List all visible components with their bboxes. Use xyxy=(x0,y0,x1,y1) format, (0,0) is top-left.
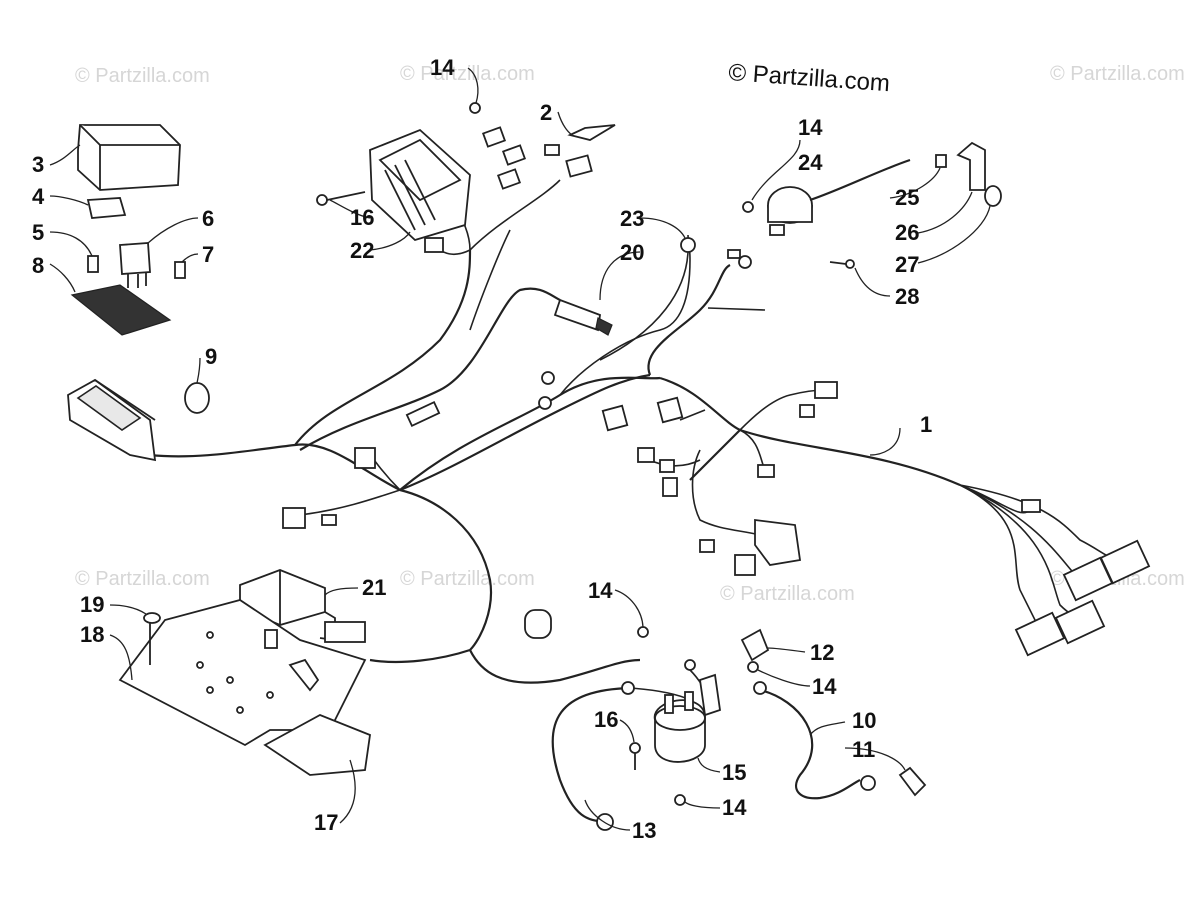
watermarks: © Partzilla.com © Partzilla.com © Partzi… xyxy=(75,63,1185,605)
callout-6: 6 xyxy=(202,206,214,231)
spark-plug-boot xyxy=(935,141,1002,207)
callout-10: 10 xyxy=(852,708,876,733)
callout-26: 26 xyxy=(895,220,919,245)
callout-19: 19 xyxy=(80,592,104,617)
sensor-plug xyxy=(553,298,613,336)
insulation-pad xyxy=(263,714,371,776)
callout-1: 1 xyxy=(920,412,932,437)
callout-25: 25 xyxy=(895,185,919,210)
starter-solenoid xyxy=(654,673,721,763)
watermark-top-right: © Partzilla.com xyxy=(1050,63,1185,85)
fuse-box-cover xyxy=(77,124,181,191)
callout-23: 23 xyxy=(620,206,644,231)
callout-11: 11 xyxy=(852,737,875,762)
callout-20: 20 xyxy=(620,240,644,265)
watermark-mid-center: © Partzilla.com xyxy=(400,568,535,590)
voltage-regulator xyxy=(369,128,471,242)
callout-14-terminal: 14 xyxy=(812,674,837,699)
watermark-top-center: © Partzilla.com xyxy=(400,63,535,85)
callout-3: 3 xyxy=(32,152,44,177)
relay-small xyxy=(86,197,127,219)
watermark-mid-left: © Partzilla.com xyxy=(75,568,210,590)
callout-9: 9 xyxy=(205,344,217,369)
fuses xyxy=(87,255,186,279)
callout-22: 22 xyxy=(350,238,374,263)
watermark-mid-right: © Partzilla.com xyxy=(720,583,855,605)
terminal-connector xyxy=(567,124,616,141)
watermark-top-left: © Partzilla.com xyxy=(75,65,210,87)
push-rivet xyxy=(143,612,161,665)
callout-28: 28 xyxy=(895,284,919,309)
control-module xyxy=(239,569,366,643)
fuse-box-base xyxy=(67,378,157,462)
callout-27: 27 xyxy=(895,252,919,277)
callout-5: 5 xyxy=(32,220,44,245)
callout-13: 13 xyxy=(632,818,656,843)
ignition-coil xyxy=(767,158,911,236)
callout-24: 24 xyxy=(798,150,823,175)
callout-12: 12 xyxy=(810,640,834,665)
copyright-label: © Partzilla.com xyxy=(728,59,891,97)
relay xyxy=(119,242,151,288)
callout-21: 21 xyxy=(362,575,386,600)
callout-8: 8 xyxy=(32,253,44,278)
callout-15: 15 xyxy=(722,760,746,785)
center-connectors xyxy=(282,307,838,639)
callout-4: 4 xyxy=(32,184,45,209)
callout-16-regulator: 16 xyxy=(350,205,374,230)
ring-terminal xyxy=(599,237,696,361)
terminal-boot xyxy=(740,628,770,662)
callout-labels: 1 2 3 4 5 6 7 8 9 10 11 12 13 14 14 14 1… xyxy=(32,55,932,843)
mounting-plate xyxy=(118,599,367,747)
cable-boot xyxy=(860,766,927,797)
callout-17: 17 xyxy=(314,810,338,835)
callout-2: 2 xyxy=(540,100,552,125)
callout-18: 18 xyxy=(80,622,104,647)
callout-14-coil: 14 xyxy=(798,115,823,140)
callout-14-solenoid: 14 xyxy=(722,795,747,820)
coil-fasteners xyxy=(742,201,855,269)
fuse-block-panel xyxy=(70,284,172,336)
regulator-screw xyxy=(316,191,366,206)
leader-lines xyxy=(49,67,991,831)
callout-14-cable: 14 xyxy=(588,578,613,603)
callout-7: 7 xyxy=(202,242,214,267)
regulator-nut xyxy=(469,102,481,114)
callout-16-solenoid: 16 xyxy=(594,707,618,732)
clip-ring xyxy=(184,382,210,414)
right-connectors xyxy=(1014,499,1151,657)
regulator-connectors xyxy=(424,126,593,253)
ground-terminals xyxy=(538,249,752,410)
callout-14-regulator: 14 xyxy=(430,55,455,80)
